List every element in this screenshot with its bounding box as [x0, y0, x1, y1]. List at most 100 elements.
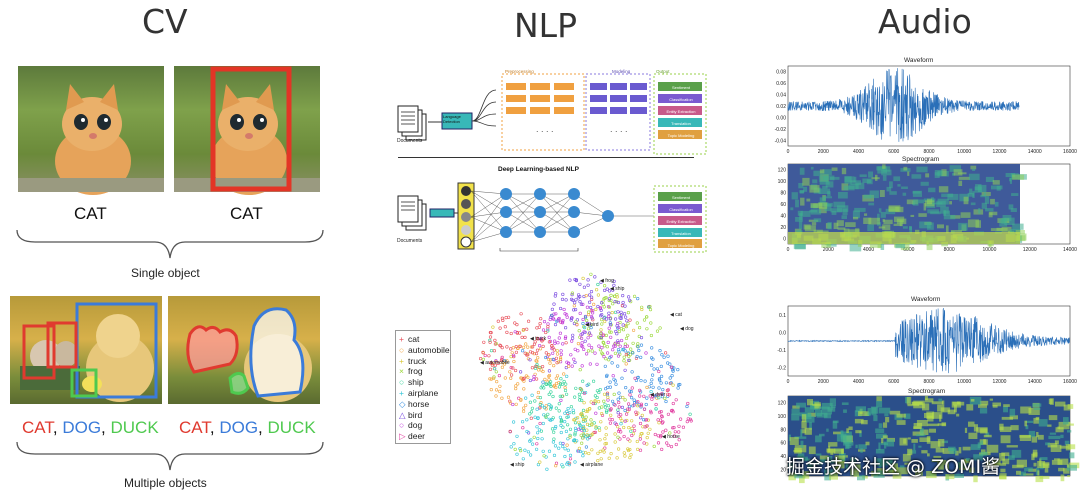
- x-tick-label: 6000: [888, 149, 899, 155]
- spectrogram-cell: [796, 402, 806, 408]
- tsne-point: [558, 355, 563, 360]
- tsne-point: [547, 392, 551, 396]
- spectrogram-cell: [953, 169, 963, 176]
- spectrogram-cell: [973, 454, 984, 461]
- tsne-point: [529, 416, 533, 420]
- spectrogram-cell: [941, 440, 948, 444]
- cat-bbox-1: [22, 324, 56, 380]
- tsne-point: [600, 346, 604, 350]
- spectrogram-cell: [941, 422, 947, 427]
- tsne-point: [576, 296, 580, 300]
- tsne-point: [532, 374, 536, 379]
- tsne-point: [581, 436, 585, 440]
- spectrogram-cell: [1032, 452, 1038, 457]
- x-tick-label: 12000: [993, 149, 1007, 155]
- tsne-point: [611, 374, 615, 378]
- spectrogram-cell: [899, 465, 905, 468]
- spectrogram-cell: [867, 224, 874, 232]
- tsne-point: [500, 365, 505, 369]
- spectrogram-cell: [999, 475, 1007, 479]
- tsne-point: [611, 399, 615, 403]
- spectrogram-cell: [900, 242, 910, 251]
- tsne-point: [671, 383, 675, 387]
- tsne-point: [547, 402, 551, 407]
- spectrogram-cell: [915, 229, 920, 234]
- tsne-point: [496, 319, 500, 323]
- x-tick-label: 6000: [888, 379, 899, 385]
- spectrogram-cell: [791, 413, 800, 421]
- tsne-point: [630, 419, 634, 423]
- tsne-point: [666, 412, 670, 416]
- spectrogram-cell: [884, 469, 895, 475]
- tsne-point: [597, 426, 601, 430]
- tsne-point: [572, 357, 576, 361]
- tsne-point: [586, 278, 590, 282]
- tsne-point: [615, 293, 619, 297]
- tsne-point: [603, 442, 607, 446]
- spectrogram-cell: [924, 396, 928, 401]
- tsne-point: [622, 451, 626, 455]
- x-tick-label: 0: [787, 149, 790, 155]
- spectrogram-cell: [805, 416, 815, 423]
- tsne-point: [498, 384, 502, 388]
- tsne-point: [528, 412, 532, 416]
- x-tick-label: 2000: [818, 379, 829, 385]
- spectrogram-cell: [896, 420, 906, 425]
- tsne-point: [540, 339, 544, 343]
- x-tick-label: 14000: [1063, 247, 1077, 253]
- tsne-point: [624, 336, 629, 340]
- tsne-point: [511, 366, 515, 370]
- tsne-point: [568, 457, 573, 461]
- tsne-point: [648, 427, 652, 431]
- tsne-point: [626, 407, 630, 411]
- spectrogram-cell: [855, 406, 866, 413]
- spectrogram-cell: [972, 168, 976, 171]
- spectrogram-cell: [930, 441, 941, 449]
- tsne-point: [607, 311, 611, 315]
- tsne-point: [573, 426, 578, 430]
- watermark: 掘金技术社区 @ ZOMI酱: [786, 456, 1001, 478]
- tsne-point: [560, 394, 564, 398]
- legend-item: +airplane: [399, 387, 439, 398]
- tsne-point: [512, 354, 516, 359]
- tsne-point: [636, 297, 640, 301]
- tsne-point: [563, 454, 567, 459]
- label-dog: DOG: [219, 418, 259, 437]
- spectrogram-cell: [865, 441, 870, 446]
- tsne-point: [609, 452, 613, 456]
- spectrogram-cell: [1012, 174, 1025, 180]
- tsne-point: [508, 429, 512, 433]
- tsne-point: [528, 439, 532, 443]
- spectrogram-cell: [916, 166, 928, 173]
- cluster-label: ◀ frog: [600, 278, 614, 284]
- legend-item: ◇horse: [399, 398, 430, 409]
- spectrogram-cell: [798, 221, 803, 230]
- spectrogram-cell: [819, 169, 825, 174]
- tsne-point: [509, 365, 513, 370]
- tsne-point: [530, 406, 535, 410]
- spectrogram-cell: [1024, 467, 1033, 472]
- tsne-point: [552, 302, 556, 306]
- tsne-point: [618, 316, 622, 320]
- tsne-point: [600, 317, 604, 322]
- tsne-point: [613, 379, 617, 383]
- tsne-point: [525, 353, 529, 357]
- tsne-point: [660, 415, 664, 419]
- tsne-point: [520, 349, 525, 353]
- tsne-point: [598, 438, 602, 442]
- spectrogram-cell: [1009, 408, 1016, 417]
- tsne-point: [605, 391, 610, 395]
- spectrogram-cell: [857, 475, 865, 481]
- tsne-point: [532, 435, 536, 439]
- tsne-point: [590, 297, 594, 302]
- spectrogram-cell: [1003, 406, 1008, 413]
- tsne-point: [598, 428, 602, 432]
- tsne-point: [618, 428, 622, 432]
- spectrogram-cell: [827, 448, 836, 454]
- tsne-point: [539, 317, 543, 321]
- x-tick-label: 2000: [818, 149, 829, 155]
- y-tick-label: 120: [778, 401, 787, 407]
- y-tick-label: 0.0: [779, 330, 786, 336]
- tsne-point: [649, 333, 653, 338]
